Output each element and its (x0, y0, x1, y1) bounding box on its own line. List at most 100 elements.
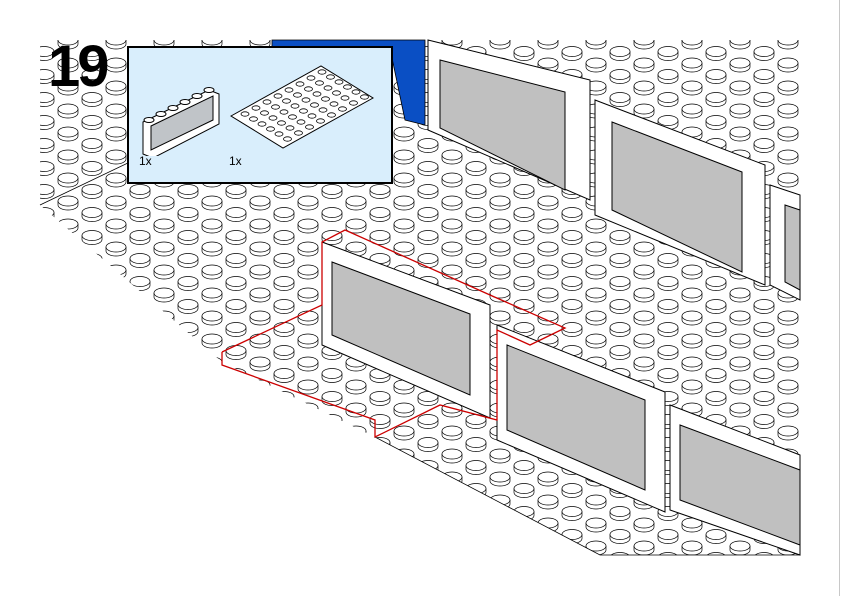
stud (177, 437, 199, 452)
stud (129, 253, 151, 268)
stud (81, 414, 103, 429)
plate-stud (343, 84, 352, 90)
stud (465, 230, 487, 245)
plate-stud (332, 90, 341, 96)
stud (297, 264, 319, 280)
stud (417, 414, 439, 429)
stud (81, 184, 103, 199)
stud (81, 483, 103, 498)
stud (57, 126, 79, 142)
stud (273, 391, 295, 406)
window-back-2 (594, 99, 766, 286)
stud (561, 207, 583, 222)
stud (297, 540, 319, 555)
stud (729, 379, 751, 395)
stud (609, 92, 631, 107)
plate-stud (351, 89, 361, 95)
stud (129, 391, 151, 406)
stud (273, 207, 295, 222)
stud (105, 126, 127, 142)
stud (153, 540, 175, 555)
stud (321, 368, 343, 383)
plate-stud (249, 116, 258, 122)
stud (57, 241, 79, 257)
stud (57, 195, 79, 211)
stud (40, 46, 55, 61)
stud (129, 345, 151, 360)
stud (249, 425, 271, 441)
stud (729, 333, 751, 349)
stud (777, 425, 799, 441)
stud (321, 483, 343, 498)
stud (201, 471, 223, 487)
stud (345, 471, 367, 487)
window-back-1 (427, 39, 591, 201)
stud (81, 391, 103, 406)
stud (153, 517, 175, 533)
stud (729, 356, 751, 372)
stud (633, 241, 655, 257)
stud (273, 322, 295, 337)
stud (681, 57, 703, 73)
stud (105, 333, 127, 349)
plate-stud (317, 69, 327, 75)
stud (57, 425, 79, 441)
stud (81, 322, 103, 337)
stud (537, 517, 559, 533)
stud (273, 483, 295, 498)
stud (105, 172, 127, 188)
stud (177, 368, 199, 383)
stud (40, 552, 55, 555)
stud (537, 540, 559, 555)
stud (40, 253, 55, 268)
stud (489, 310, 511, 326)
stud (201, 333, 223, 349)
stud (585, 494, 607, 510)
stud (441, 241, 463, 257)
stud (40, 322, 55, 337)
stud (177, 552, 199, 555)
stud (249, 471, 271, 487)
stud (561, 552, 583, 555)
stud (81, 529, 103, 544)
stud (393, 195, 415, 211)
stud (657, 322, 679, 337)
stud (681, 540, 703, 555)
stud (609, 276, 631, 291)
stud (609, 506, 631, 521)
stud (177, 391, 199, 406)
stud (273, 184, 295, 199)
stud (537, 195, 559, 211)
stud (753, 115, 775, 130)
stud (465, 437, 487, 452)
stud (609, 253, 631, 268)
plate-stud (327, 112, 336, 118)
stud (705, 46, 727, 61)
stud (81, 460, 103, 475)
stud (249, 333, 271, 349)
plate-stud (290, 103, 300, 109)
stud (489, 448, 511, 464)
stud (441, 494, 463, 510)
stud (369, 414, 391, 429)
plate-stud (312, 91, 322, 97)
stud (369, 460, 391, 475)
stud (105, 448, 127, 464)
stud (273, 299, 295, 314)
stud (273, 460, 295, 475)
stud (40, 184, 55, 199)
stud (537, 218, 559, 234)
stud (729, 103, 751, 119)
stud (417, 207, 439, 222)
stud (585, 517, 607, 533)
stud (585, 287, 607, 303)
stud (249, 540, 271, 555)
stud (105, 80, 127, 96)
plate-stud (326, 74, 335, 80)
stud (40, 506, 55, 521)
stud (40, 207, 55, 222)
plate-stud (293, 92, 302, 98)
stud (153, 218, 175, 234)
plate-stud (240, 111, 250, 117)
stud (57, 494, 79, 510)
